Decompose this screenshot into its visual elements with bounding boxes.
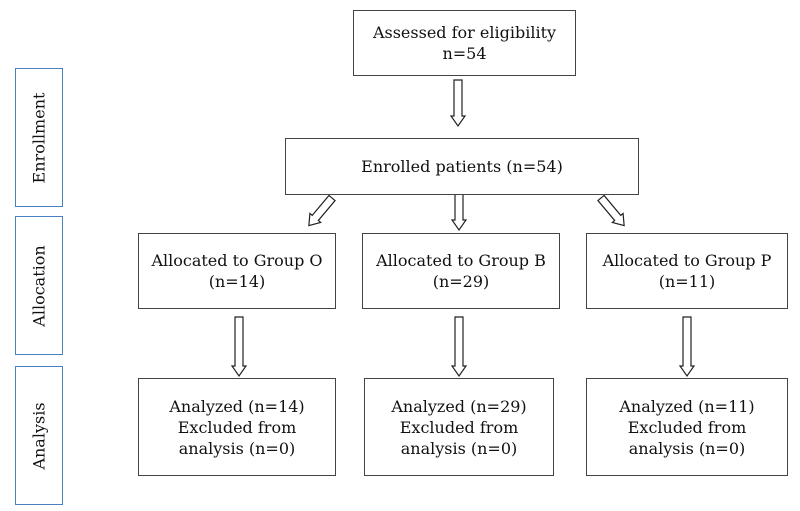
allocated-group-o-title: Allocated to Group O: [151, 251, 323, 270]
box-enrolled: Enrolled patients (n=54): [285, 138, 639, 195]
arrow-enrolled-to-group-p: [597, 194, 625, 227]
box-assessed: Assessed for eligibility n=54: [353, 10, 576, 76]
allocated-group-o-count: (n=14): [208, 272, 266, 291]
allocated-group-p-title: Allocated to Group P: [602, 251, 772, 270]
arrow-enrolled-to-group-b: [450, 193, 468, 232]
box-analyzed-group-o: Analyzed (n=14) Excluded from analysis (…: [138, 378, 336, 476]
box-enrolled-label: Enrolled patients (n=54): [361, 157, 563, 176]
arrow-group-b-to-analyzed: [450, 316, 468, 378]
stage-allocation: Allocation: [15, 216, 63, 355]
stage-analysis: Analysis: [15, 366, 63, 505]
box-analyzed-group-b: Analyzed (n=29) Excluded from analysis (…: [364, 378, 554, 476]
analyzed-group-o-excluded: Excluded from: [177, 417, 297, 437]
analyzed-group-p-excluded: Excluded from: [627, 417, 747, 437]
analyzed-group-p-excluded-count: analysis (n=0): [628, 438, 746, 458]
arrow-top-to-enrolled: [449, 79, 467, 128]
analyzed-group-p-count: Analyzed (n=11): [619, 396, 755, 416]
arrow-group-o-to-analyzed: [230, 316, 248, 378]
box-analyzed-group-p: Analyzed (n=11) Excluded from analysis (…: [586, 378, 788, 476]
box-allocated-group-o: Allocated to Group O (n=14): [138, 233, 336, 309]
box-allocated-group-b: Allocated to Group B (n=29): [362, 233, 560, 309]
arrow-enrolled-to-group-o: [308, 194, 336, 227]
box-assessed-title: Assessed for eligibility: [372, 23, 557, 42]
allocated-group-b-count: (n=29): [432, 272, 490, 291]
analyzed-group-b-count: Analyzed (n=29): [391, 396, 527, 416]
analyzed-group-o-excluded-count: analysis (n=0): [178, 438, 296, 458]
analyzed-group-b-excluded: Excluded from: [399, 417, 519, 437]
analyzed-group-b-excluded-count: analysis (n=0): [400, 438, 518, 458]
arrow-group-p-to-analyzed: [678, 316, 696, 378]
stage-enrollment: Enrollment: [15, 68, 63, 207]
allocated-group-p-count: (n=11): [658, 272, 716, 291]
box-assessed-count: n=54: [442, 44, 487, 63]
allocated-group-b-title: Allocated to Group B: [376, 251, 546, 270]
analyzed-group-o-count: Analyzed (n=14): [169, 396, 305, 416]
box-allocated-group-p: Allocated to Group P (n=11): [586, 233, 788, 309]
